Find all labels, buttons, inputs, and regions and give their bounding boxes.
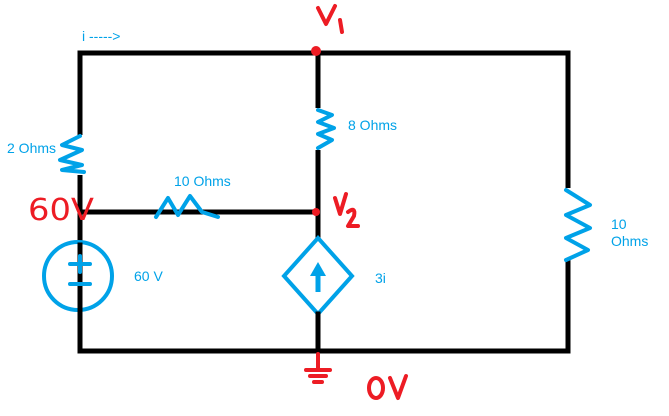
resistor-10-ohms-right-label: 10 (611, 216, 627, 232)
current-label: i -----> (82, 28, 121, 44)
handwritten-60v: 60V (28, 193, 95, 228)
handwritten-v2 (333, 192, 360, 228)
resistor-10-ohms-horizontal (154, 194, 220, 219)
voltage-source-label: 60 V (134, 268, 163, 284)
resistor-2-ohms (58, 134, 86, 174)
resistor-10-ohms-right-unit: Ohms (611, 233, 648, 249)
resistor-10-ohms-horizontal-label: 10 Ohms (174, 173, 231, 189)
resistor-2-ohms-label: 2 Ohms (7, 140, 56, 156)
handwritten-v1 (316, 4, 344, 34)
dependent-current-source (281, 235, 355, 323)
arrow-up-icon (310, 262, 326, 276)
resistor-8-ohms-label: 8 Ohms (348, 117, 397, 133)
node-v1-dot (311, 46, 321, 56)
ground-icon (304, 352, 332, 384)
handwritten-0v (367, 374, 408, 400)
voltage-source-60v (42, 240, 114, 313)
node-v2-dot (312, 208, 320, 216)
resistor-8-ohms (316, 108, 336, 150)
resistor-10-ohms-right (564, 188, 592, 262)
dependent-source-label: 3i (375, 270, 386, 286)
